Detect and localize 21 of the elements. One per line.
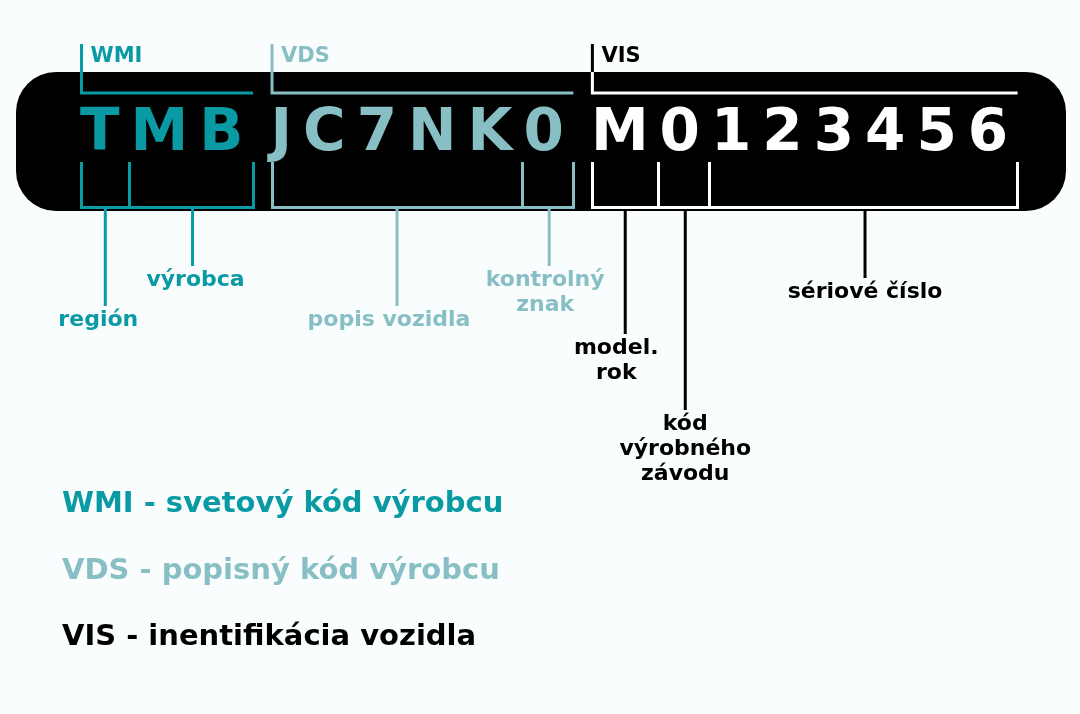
vin-plate (16, 72, 1066, 211)
legend-text: VDS - popisný kód výrobcu (62, 552, 500, 586)
group-label: VIS (601, 43, 641, 67)
leader-line (395, 209, 399, 306)
annotation-label: výrobca (146, 266, 245, 291)
leader-line (191, 209, 195, 266)
leader-line (103, 209, 107, 306)
annotation-label: región (58, 306, 139, 331)
annotation-label: popis vozidla (307, 306, 471, 331)
group-label: WMI (90, 43, 143, 67)
annotation-label: sériové číslo (787, 278, 943, 303)
leader-line (683, 209, 687, 410)
annotation-label: kontrolný znak (479, 266, 612, 316)
leader-line (547, 209, 551, 266)
legend-text: WMI - svetový kód výrobcu (62, 485, 504, 519)
leader-line (623, 209, 627, 334)
annotation-label: model. rok (568, 334, 665, 384)
legend-text: VIS - inentifikácia vozidla (62, 618, 477, 652)
group-label: VDS (281, 43, 330, 67)
annotation-label: kód výrobného závodu (605, 410, 766, 485)
leader-line (863, 209, 867, 278)
